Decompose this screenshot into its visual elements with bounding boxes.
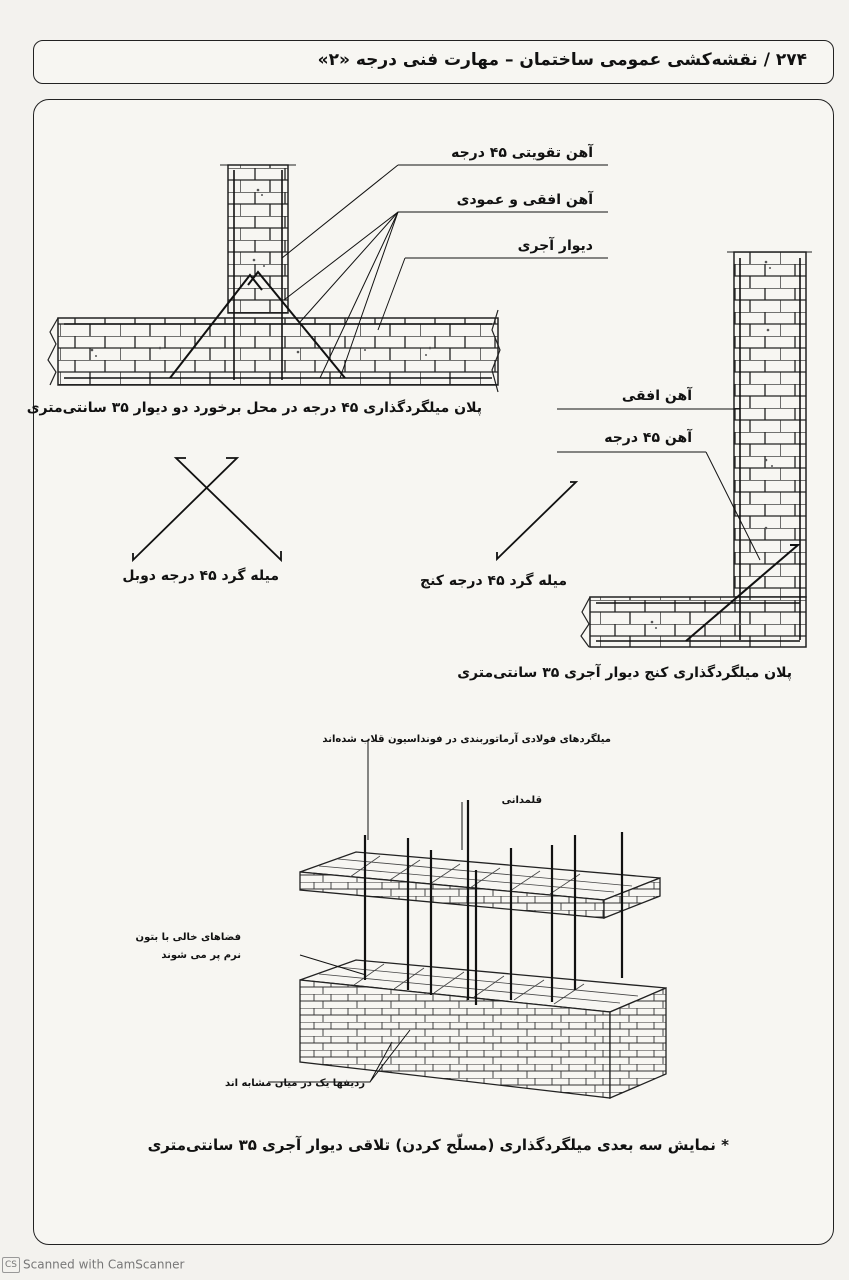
label-horizontal-steel: آهن افقی bbox=[621, 388, 692, 404]
wall-3d-drawing bbox=[268, 741, 667, 1099]
label-reinforcement-45: آهن تقویتی ۴۵ درجه bbox=[451, 145, 593, 161]
label-voids-line1: فضاهای خالی با بتون bbox=[135, 932, 241, 943]
caption-3d-view: * نمایش سه بعدی میلگردگذاری (مسلّح کردن)… bbox=[147, 1136, 729, 1154]
scanner-watermark-text: Scanned with CamScanner bbox=[23, 1257, 185, 1272]
t-junction-plan bbox=[47, 164, 608, 393]
page-header-title: ۲۷۴ / نقشه‌کشی عمومی ساختمان – مهارت فنی… bbox=[317, 50, 807, 70]
label-pillar: قلمدانی bbox=[501, 795, 542, 806]
page-header: ۲۷۴ / نقشه‌کشی عمومی ساختمان – مهارت فنی… bbox=[33, 40, 834, 84]
label-alternate-courses: ردیفها یک در میان مشابه اند bbox=[225, 1078, 365, 1089]
label-voids-line2: نرم پر می شوند bbox=[161, 950, 241, 961]
corner-bar-shape bbox=[496, 481, 579, 562]
caption-corner-bar: میله گرد ۴۵ درجه کنج bbox=[420, 573, 567, 589]
caption-corner-plan: پلان میلگردگذاری کنج دیوار آجری ۳۵ سانتی… bbox=[457, 665, 792, 681]
corner-plan bbox=[557, 251, 812, 648]
label-brick-wall: دیوار آجری bbox=[517, 238, 593, 254]
caption-t-junction: پلان میلگردگذاری ۴۵ درجه در محل برخورد د… bbox=[26, 400, 482, 416]
label-hooked-bars: میلگردهای فولادی آرماتوربندی در فونداسیو… bbox=[322, 734, 611, 745]
label-horizontal-vertical: آهن افقی و عمودی bbox=[456, 192, 593, 208]
caption-dowel-bar: میله گرد ۴۵ درجه دوبل bbox=[122, 568, 279, 584]
camscanner-icon: CS bbox=[2, 1257, 20, 1273]
label-45-steel: آهن ۴۵ درجه bbox=[604, 430, 692, 446]
dowel-bar-shape bbox=[132, 457, 282, 563]
